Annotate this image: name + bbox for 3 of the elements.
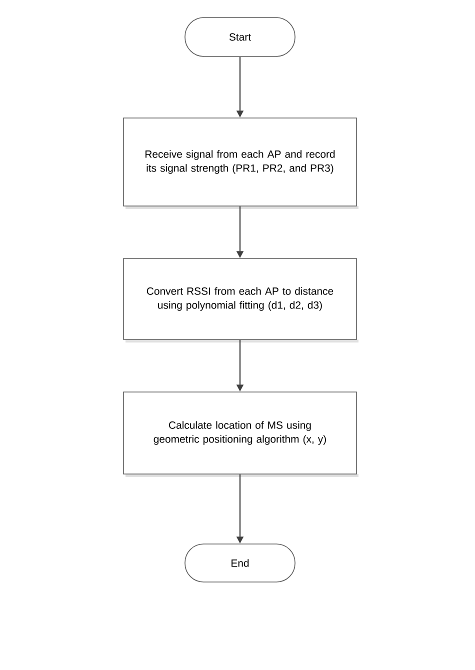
process-box: Calculate location of MS using geometric positioning algorithm (x, y) [123, 392, 357, 474]
process-box: Convert RSSI from each AP to distance using polynomial fitting (d1, d2, d3) [123, 258, 357, 340]
process-box: Receive signal from each AP and record its signal strength (PR1, PR2, and PR3) [123, 118, 357, 206]
